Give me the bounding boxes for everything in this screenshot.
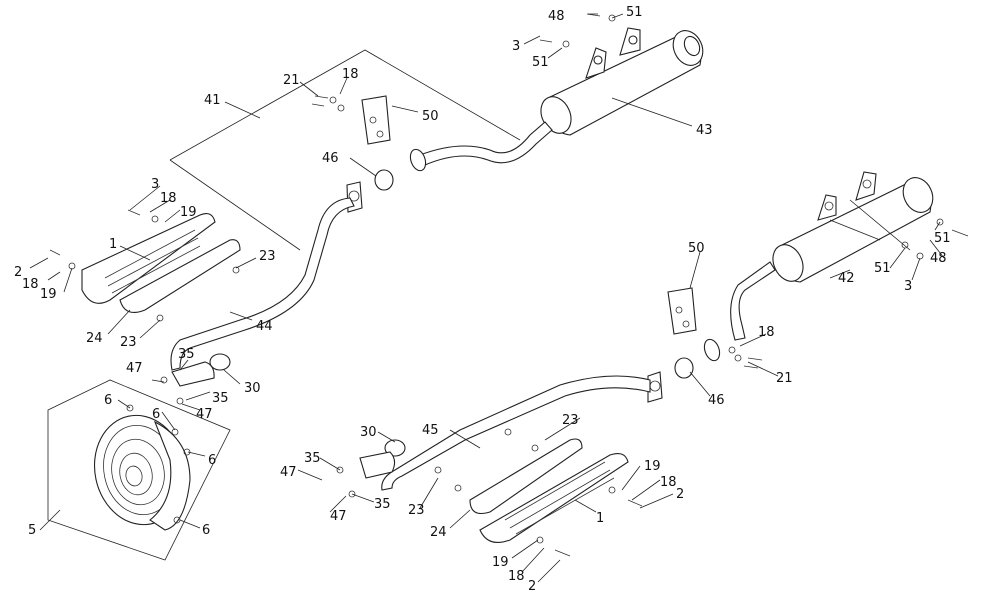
- callout-35: 35: [374, 497, 391, 512]
- pipe-44-main: [170, 197, 355, 371]
- callout-51: 51: [532, 55, 549, 70]
- callout-47: 47: [196, 407, 213, 422]
- heat-shield-24-lower: [469, 438, 583, 515]
- callout-50: 50: [422, 109, 439, 124]
- callout-19: 19: [644, 459, 661, 474]
- gasket-46-upper: [374, 169, 394, 191]
- callout-1: 1: [109, 237, 117, 252]
- callout-35: 35: [212, 391, 229, 406]
- callout-labels: 48 51 3 51 21 18 41 50 43 46 3 18 19 1 2…: [14, 5, 951, 594]
- callout-19: 19: [40, 287, 57, 302]
- fasteners-upper: [49, 13, 616, 405]
- heat-shield-1-upper: [81, 213, 216, 304]
- callout-42: 42: [838, 271, 855, 286]
- pipe-end-upper: [171, 361, 215, 387]
- group-outline-41-lower: [169, 159, 301, 251]
- gasket-30-upper: [209, 353, 231, 371]
- callout-6: 6: [152, 407, 160, 422]
- callout-35: 35: [178, 347, 195, 362]
- muffler-43: [540, 27, 704, 136]
- pipe-45-main: [381, 375, 651, 491]
- callout-19: 19: [492, 555, 509, 570]
- callout-18: 18: [22, 277, 39, 292]
- pipe-45-rise: [730, 261, 776, 341]
- callout-18: 18: [508, 569, 525, 584]
- callout-35: 35: [304, 451, 321, 466]
- callout-3: 3: [151, 177, 159, 192]
- callout-2: 2: [14, 265, 22, 280]
- callout-51: 51: [874, 261, 891, 276]
- right-assembly-group: [336, 171, 969, 557]
- group-outline-41: [169, 49, 521, 161]
- callout-18: 18: [758, 325, 775, 340]
- flange-upper: [409, 148, 427, 172]
- callout-24: 24: [430, 525, 447, 540]
- callout-30: 30: [244, 381, 261, 396]
- pipe-44-upper: [419, 121, 553, 166]
- fan-assembly-5: [47, 379, 231, 561]
- fasteners-lower: [336, 218, 969, 557]
- callout-19: 19: [180, 205, 197, 220]
- callout-41: 41: [204, 93, 221, 108]
- heat-shield-24-upper: [119, 239, 241, 313]
- heat-shield-1-lower: [479, 453, 629, 543]
- callout-6: 6: [202, 523, 210, 538]
- callout-43: 43: [696, 123, 713, 138]
- group-outline-5: [47, 379, 231, 561]
- callout-1: 1: [596, 511, 604, 526]
- callout-47: 47: [330, 509, 347, 524]
- callout-47: 47: [126, 361, 143, 376]
- leader-lines: [29, 13, 945, 583]
- callout-2: 2: [528, 579, 536, 594]
- callout-47: 47: [280, 465, 297, 480]
- callout-6: 6: [104, 393, 112, 408]
- callout-21: 21: [283, 73, 300, 88]
- callout-51: 51: [934, 231, 951, 246]
- callout-23: 23: [408, 503, 425, 518]
- callout-18: 18: [342, 67, 359, 82]
- callout-23: 23: [259, 249, 276, 264]
- callout-5: 5: [28, 523, 36, 538]
- callout-30: 30: [360, 425, 377, 440]
- callout-45: 45: [422, 423, 439, 438]
- callout-3: 3: [512, 39, 520, 54]
- callout-18: 18: [660, 475, 677, 490]
- callout-23: 23: [120, 335, 137, 350]
- callout-46: 46: [322, 151, 339, 166]
- upper-assembly-group: [49, 13, 704, 405]
- callout-51: 51: [626, 5, 643, 20]
- callout-23: 23: [562, 413, 579, 428]
- callout-48: 48: [930, 251, 947, 266]
- callout-50: 50: [688, 241, 705, 256]
- callout-21: 21: [776, 371, 793, 386]
- callout-18: 18: [160, 191, 177, 206]
- callout-48: 48: [548, 9, 565, 24]
- callout-3: 3: [904, 279, 912, 294]
- callout-24: 24: [86, 331, 103, 346]
- callout-44: 44: [256, 319, 273, 334]
- callout-6: 6: [208, 453, 216, 468]
- callout-46: 46: [708, 393, 725, 408]
- callout-2: 2: [676, 487, 684, 502]
